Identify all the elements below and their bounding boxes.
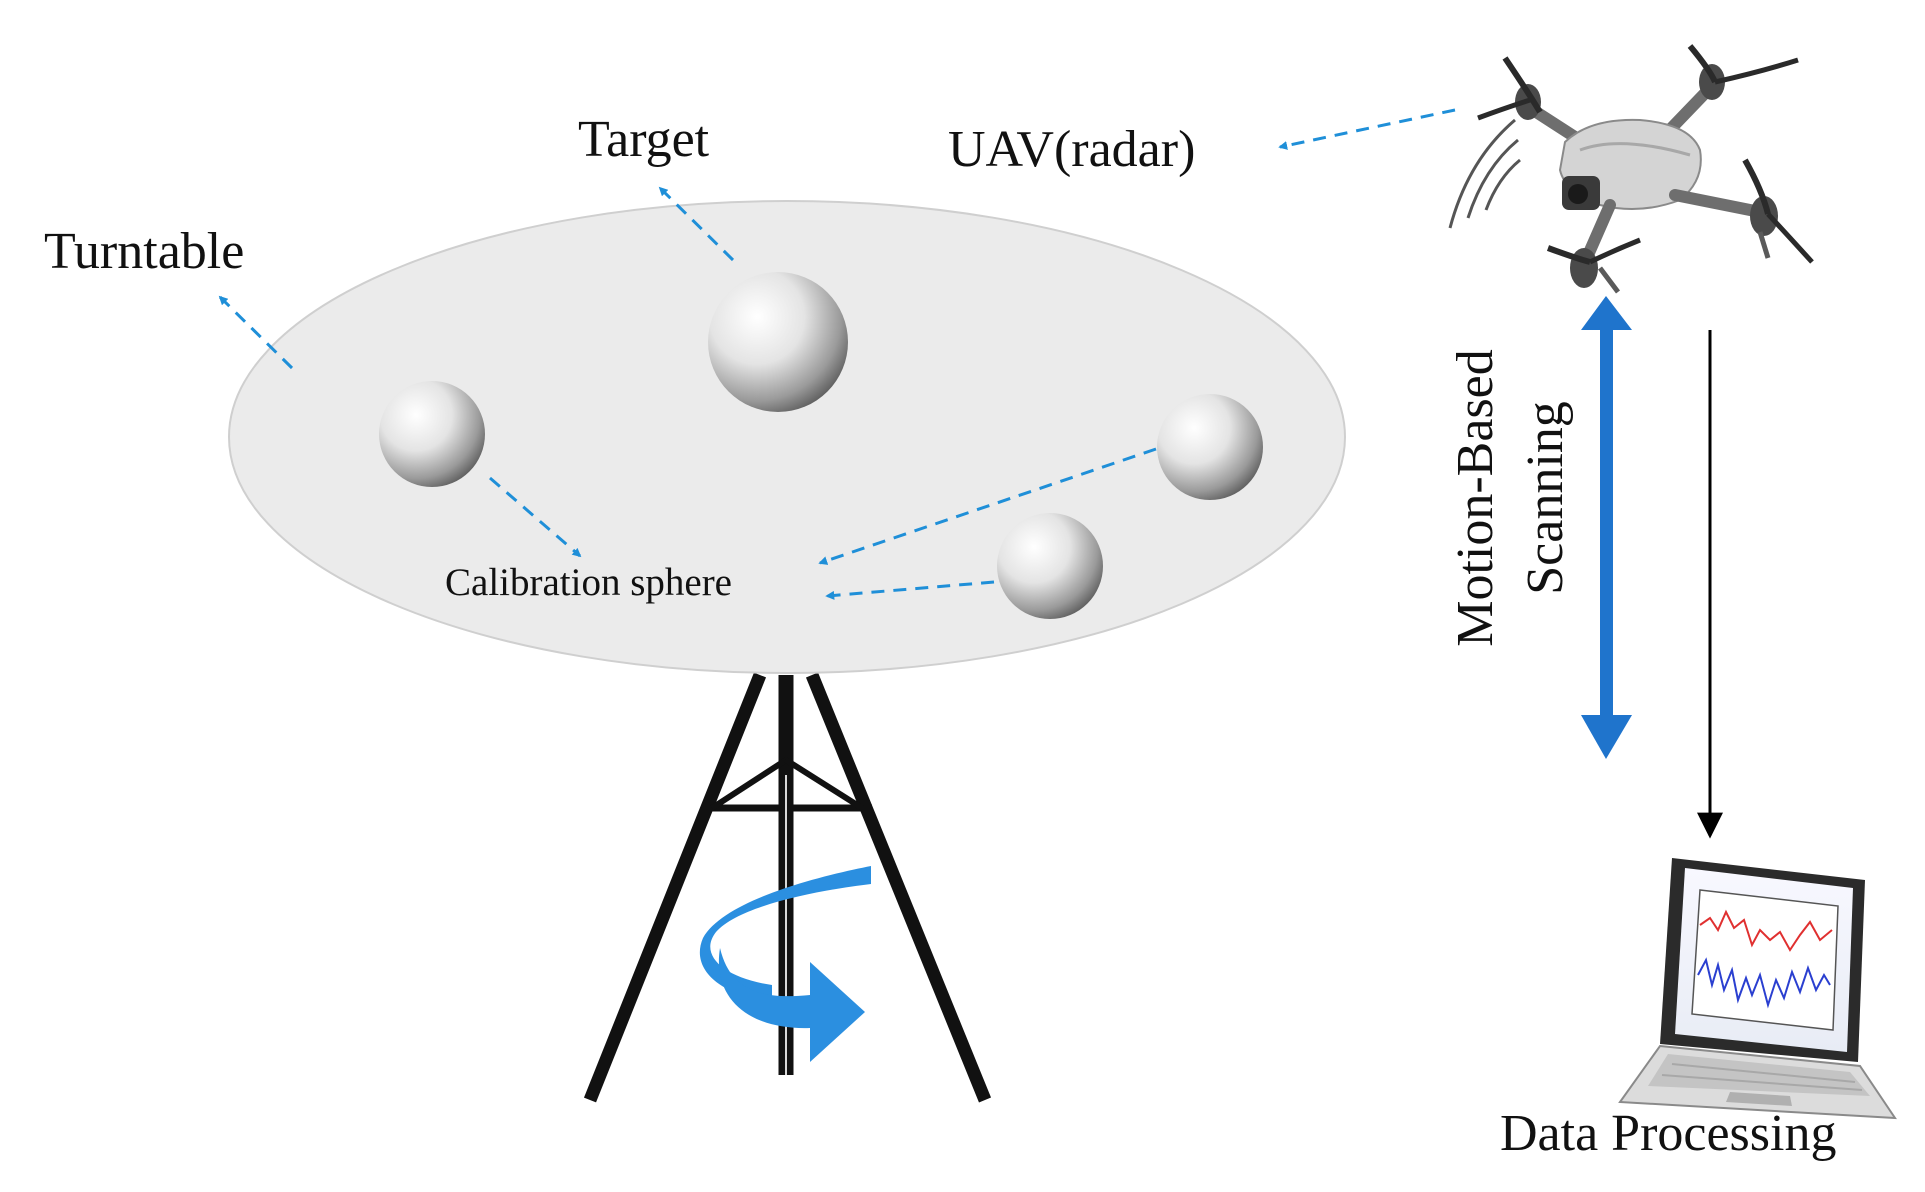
turntable-label: Turntable (44, 223, 245, 280)
uav-arrow (1278, 108, 1456, 150)
tripod (583, 672, 992, 1103)
calibration-arrow-bottom (825, 580, 995, 600)
scanning-label: Scanning (1517, 401, 1574, 595)
scan-double-arrow (1581, 296, 1632, 759)
target-arrow (658, 186, 735, 262)
laptop-icon (1618, 858, 1897, 1120)
uav-label: UAV(radar) (948, 121, 1196, 178)
target-label: Target (578, 111, 710, 168)
radar-waves-icon (1448, 118, 1521, 229)
calibration-arrow-left (489, 476, 582, 558)
data-processing-label: Data Processing (1500, 1105, 1837, 1162)
calibration-sphere-left (379, 381, 485, 487)
calibration-sphere-bottom (997, 513, 1103, 619)
motion-based-label: Motion-Based (1447, 349, 1504, 647)
turntable-arrow (218, 295, 294, 370)
drone-icon (1477, 44, 1814, 294)
rotation-arrow-icon (699, 866, 871, 1062)
calibration-sphere-label: Calibration sphere (445, 561, 732, 604)
calibration-arrow-right (818, 447, 1157, 565)
target-sphere (708, 272, 848, 412)
calibration-sphere-right (1157, 394, 1263, 500)
annotation-arrows (218, 108, 1456, 600)
